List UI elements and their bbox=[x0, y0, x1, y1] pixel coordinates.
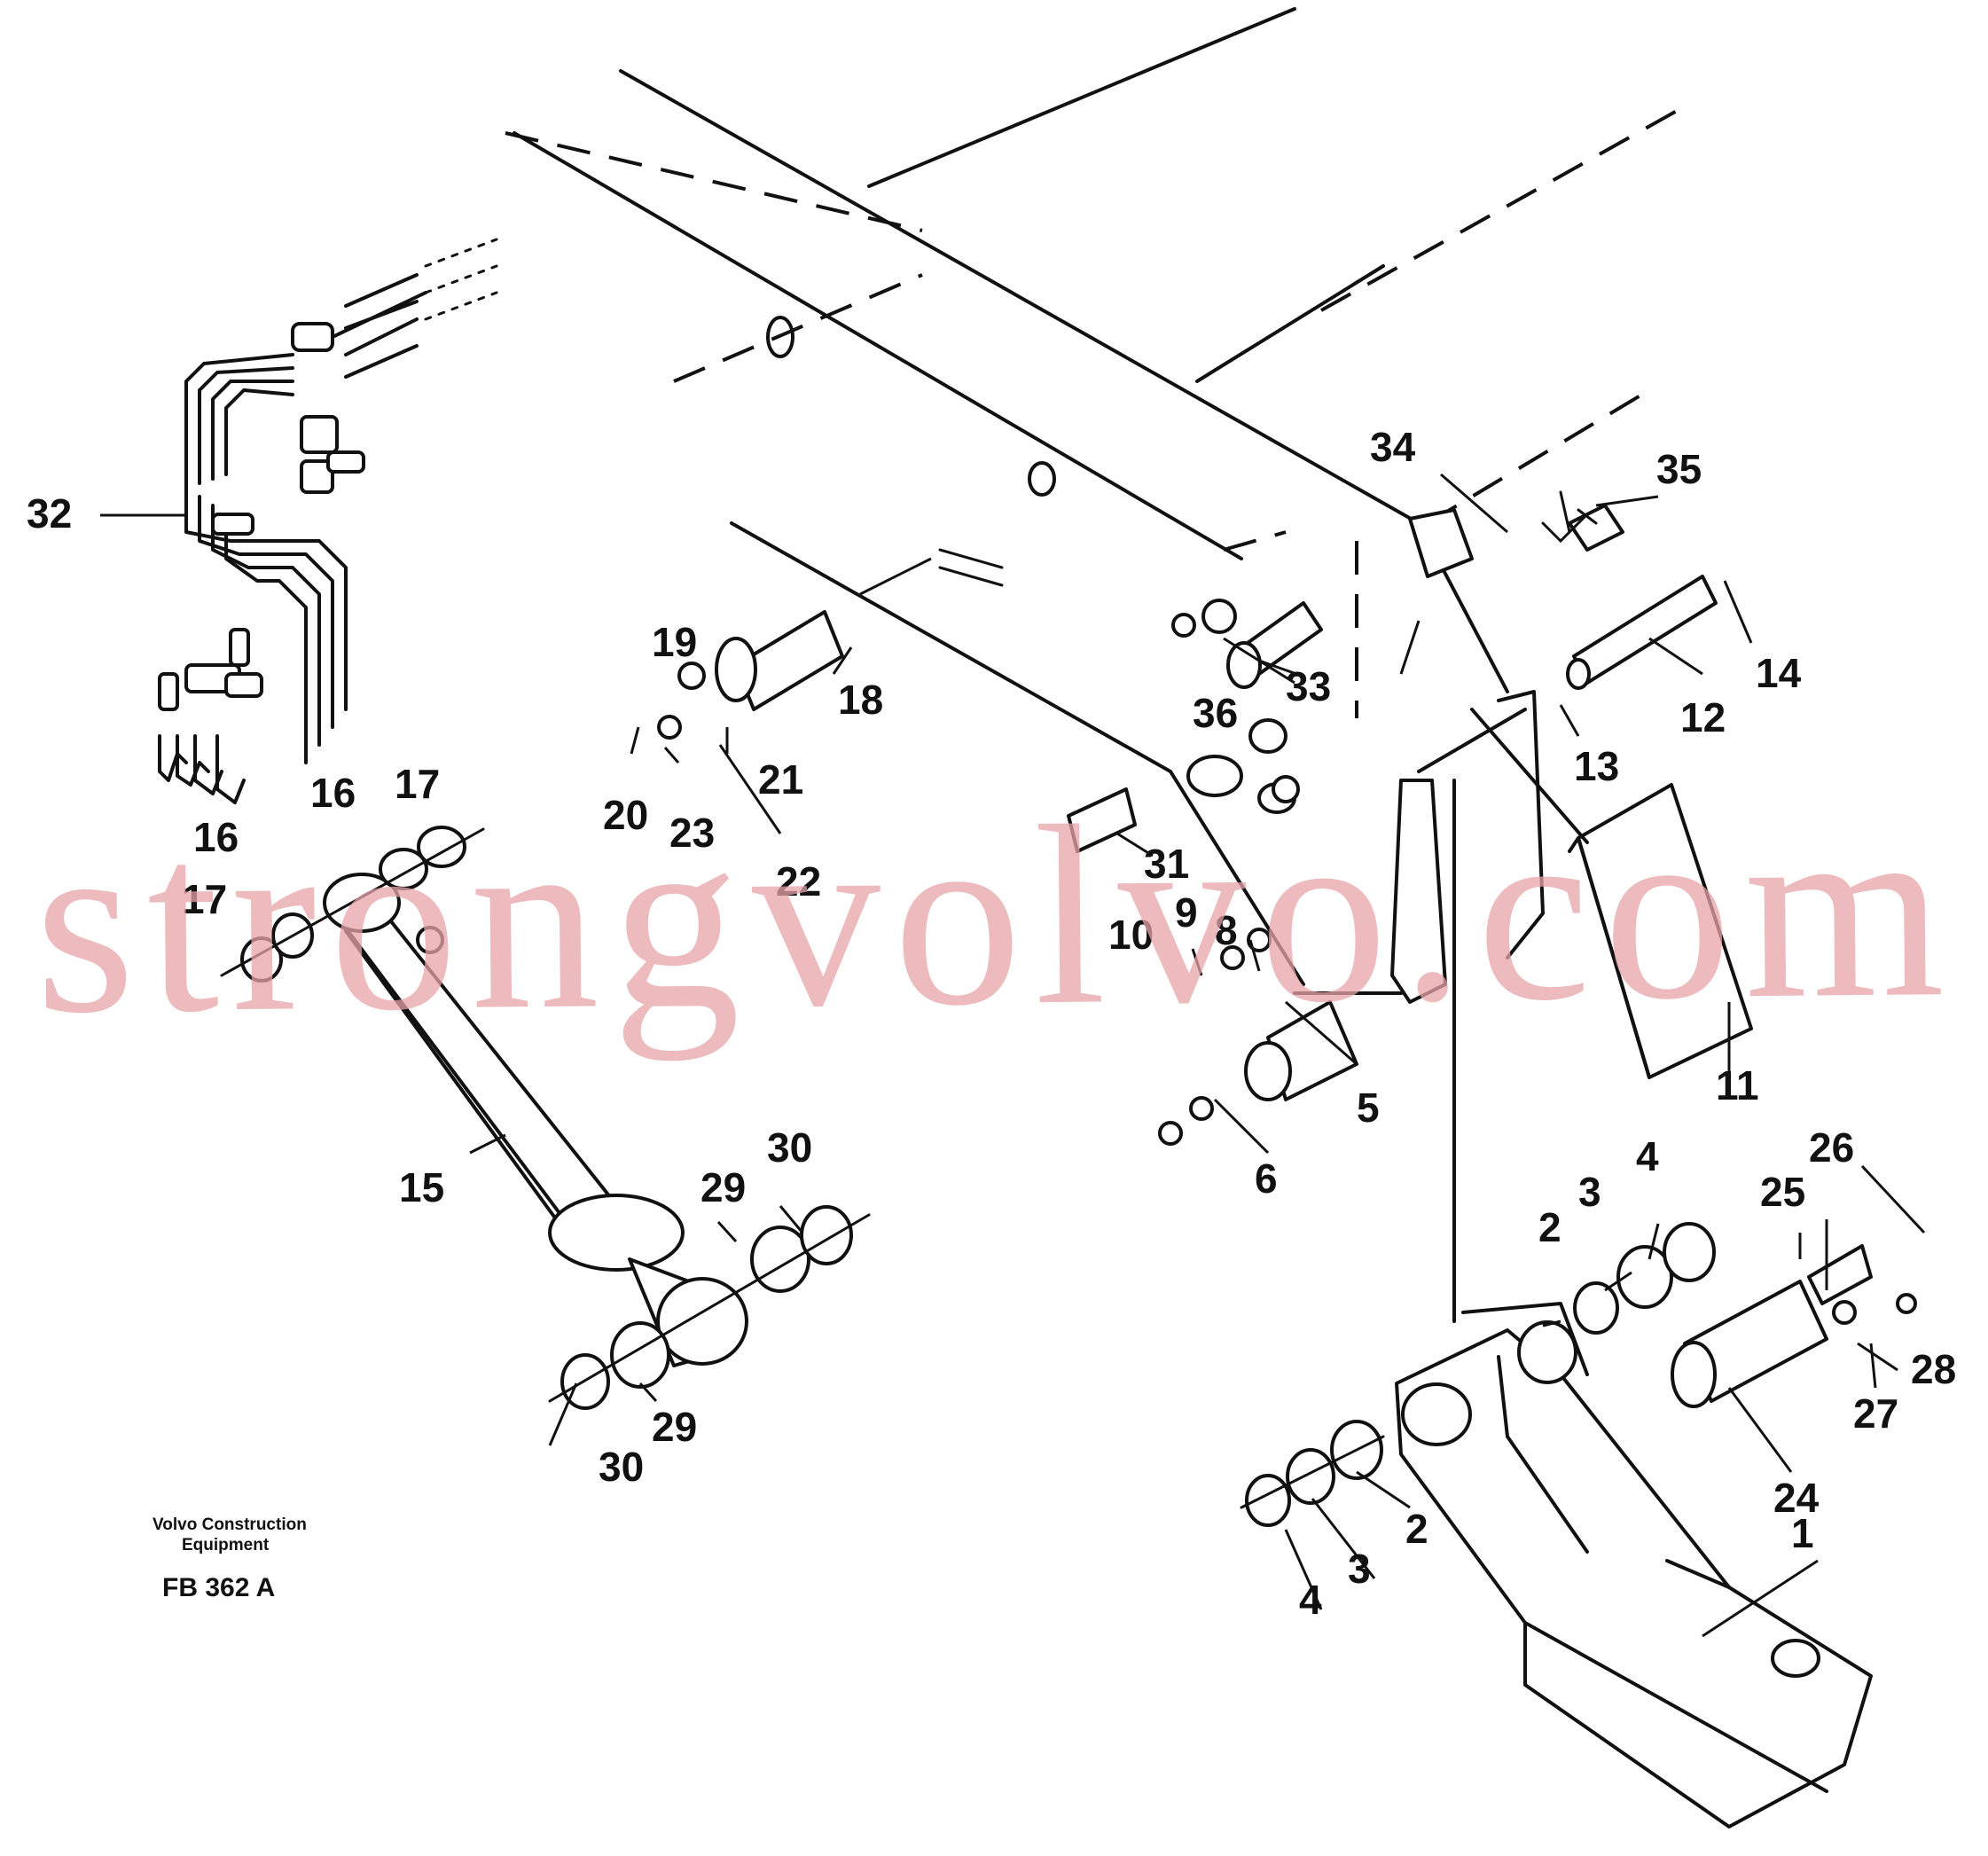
callout-20: 20 bbox=[603, 792, 648, 838]
callout-28: 28 bbox=[1911, 1346, 1956, 1392]
callout-5: 5 bbox=[1357, 1085, 1380, 1131]
watermark: strongvolvo.com bbox=[34, 765, 1958, 1067]
callout-23: 23 bbox=[669, 810, 715, 856]
callout-18: 18 bbox=[838, 677, 883, 723]
callout-2a: 2 bbox=[1538, 1204, 1561, 1250]
callout-34: 34 bbox=[1370, 424, 1416, 470]
pins bbox=[657, 490, 1917, 1408]
callout-21: 21 bbox=[758, 756, 803, 803]
callout-22: 22 bbox=[776, 858, 821, 905]
callout-24: 24 bbox=[1773, 1475, 1820, 1521]
callout-30a: 30 bbox=[767, 1124, 812, 1171]
callout-17b: 17 bbox=[182, 876, 227, 922]
callout-31: 31 bbox=[1144, 841, 1189, 887]
base-bracket bbox=[1395, 1302, 1873, 1829]
washers bbox=[220, 718, 1716, 1527]
callout-1: 1 bbox=[1791, 1510, 1814, 1556]
callout-25: 25 bbox=[1760, 1169, 1805, 1215]
hydraulic-lines bbox=[158, 238, 498, 804]
callout-30b: 30 bbox=[599, 1444, 644, 1490]
callout-11: 11 bbox=[1716, 1062, 1759, 1108]
callout-6: 6 bbox=[1255, 1155, 1278, 1202]
hydraulic-cylinder bbox=[323, 873, 748, 1367]
callout-29a: 29 bbox=[700, 1164, 746, 1210]
footer-code: FB 362 A bbox=[162, 1573, 275, 1602]
callout-4a: 4 bbox=[1636, 1133, 1659, 1179]
callout-12: 12 bbox=[1680, 694, 1726, 740]
callout-16a: 16 bbox=[310, 770, 356, 816]
callout-9: 9 bbox=[1175, 889, 1198, 936]
callout-8: 8 bbox=[1215, 907, 1238, 953]
callout-27: 27 bbox=[1853, 1390, 1898, 1437]
callout-19: 19 bbox=[652, 619, 697, 665]
footer: Volvo Construction Equipment FB 362 A bbox=[153, 1515, 307, 1602]
callout-13: 13 bbox=[1574, 743, 1619, 789]
callout-14: 14 bbox=[1756, 650, 1802, 696]
callout-4b: 4 bbox=[1299, 1577, 1322, 1623]
cover-plate bbox=[1470, 708, 1753, 1079]
callout-32: 32 bbox=[27, 490, 72, 536]
callout-16b: 16 bbox=[193, 814, 239, 860]
leader-lines bbox=[100, 473, 1926, 1638]
boom-body bbox=[505, 7, 1686, 1323]
callout-35: 35 bbox=[1656, 446, 1702, 492]
callout-3b: 3 bbox=[1348, 1546, 1371, 1592]
callout-36: 36 bbox=[1193, 690, 1238, 736]
callout-labels: 32 34 35 19 18 14 12 36 33 13 21 16 17 2… bbox=[27, 424, 1956, 1623]
callout-33: 33 bbox=[1286, 663, 1331, 709]
callout-26: 26 bbox=[1809, 1124, 1854, 1171]
callout-10: 10 bbox=[1108, 912, 1154, 958]
callout-15: 15 bbox=[399, 1164, 444, 1210]
footer-line2: Equipment bbox=[182, 1536, 270, 1554]
footer-line1: Volvo Construction bbox=[153, 1515, 307, 1534]
callout-29b: 29 bbox=[652, 1404, 697, 1450]
callout-17a: 17 bbox=[395, 761, 440, 807]
callout-3a: 3 bbox=[1578, 1169, 1601, 1215]
callout-2b: 2 bbox=[1405, 1506, 1428, 1552]
